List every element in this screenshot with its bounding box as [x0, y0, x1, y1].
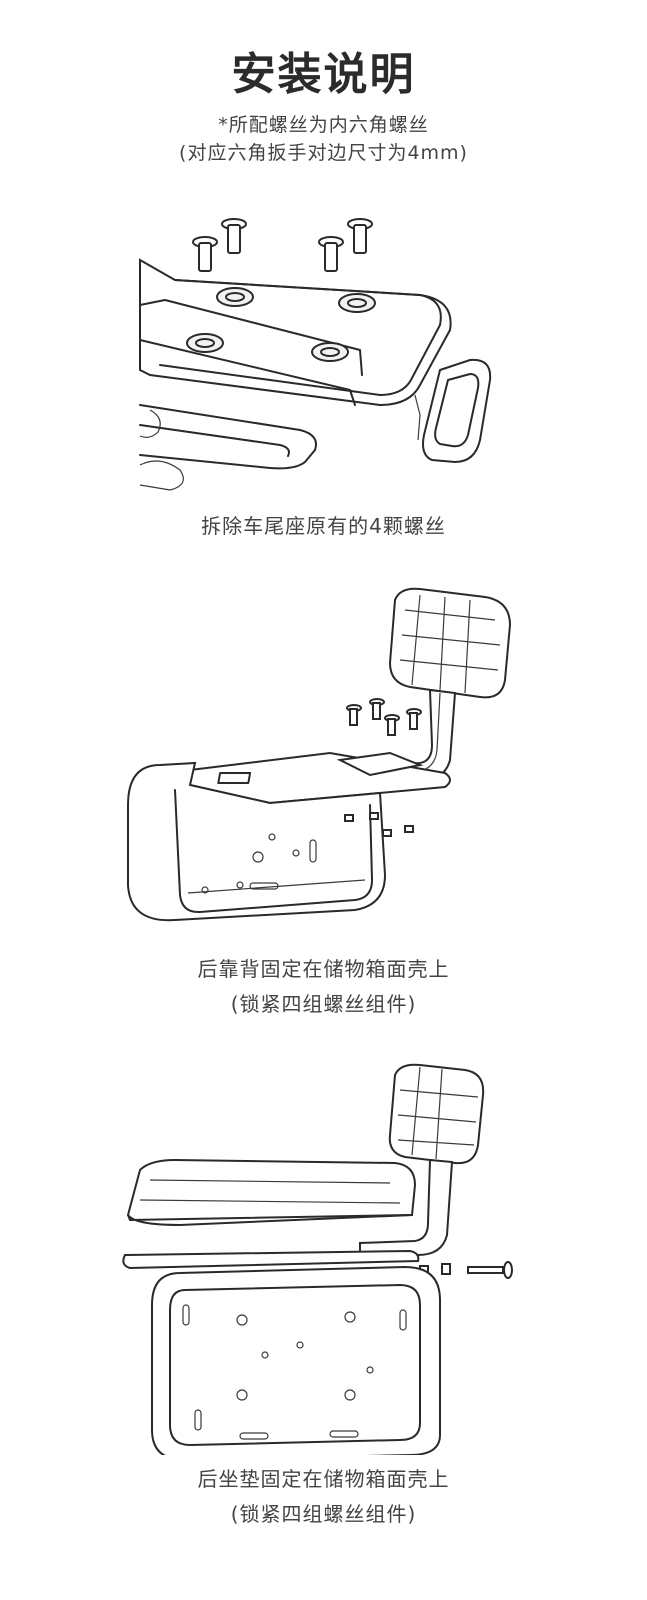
screw-icon	[346, 704, 362, 726]
step1-caption: 拆除车尾座原有的4颗螺丝	[201, 514, 446, 538]
screw-icon	[192, 236, 218, 272]
screw-icon	[221, 218, 247, 254]
step3-caption: 后坐垫固定在储物箱面壳上	[197, 1467, 450, 1491]
storage-box-shell	[151, 1265, 441, 1455]
screw-icon	[369, 698, 385, 720]
screw-note: *所配螺丝为内六角螺丝	[218, 114, 429, 136]
step3-illustration	[122, 1063, 513, 1455]
screw-icon	[467, 1261, 513, 1279]
screw-icon	[384, 714, 400, 736]
storage-box-shell	[127, 761, 387, 922]
screw-icon	[406, 708, 422, 730]
screw-icon	[318, 236, 344, 272]
seat-cushion	[126, 1158, 417, 1227]
page-title: 安装说明	[231, 49, 416, 100]
backrest-pad	[388, 587, 512, 699]
step1-illustration	[139, 218, 492, 491]
step2-caption-detail: (锁紧四组螺丝组件)	[230, 992, 417, 1016]
wrench-size-note: (对应六角扳手对边尺寸为4mm)	[179, 142, 468, 164]
box-lid-plate	[122, 1249, 420, 1270]
screw-icon	[347, 218, 373, 254]
step2-illustration	[127, 587, 512, 922]
step2-caption: 后靠背固定在储物箱面壳上	[197, 957, 450, 981]
step3-caption-detail: (锁紧四组螺丝组件)	[230, 1502, 417, 1526]
backrest-pad	[388, 1063, 485, 1165]
